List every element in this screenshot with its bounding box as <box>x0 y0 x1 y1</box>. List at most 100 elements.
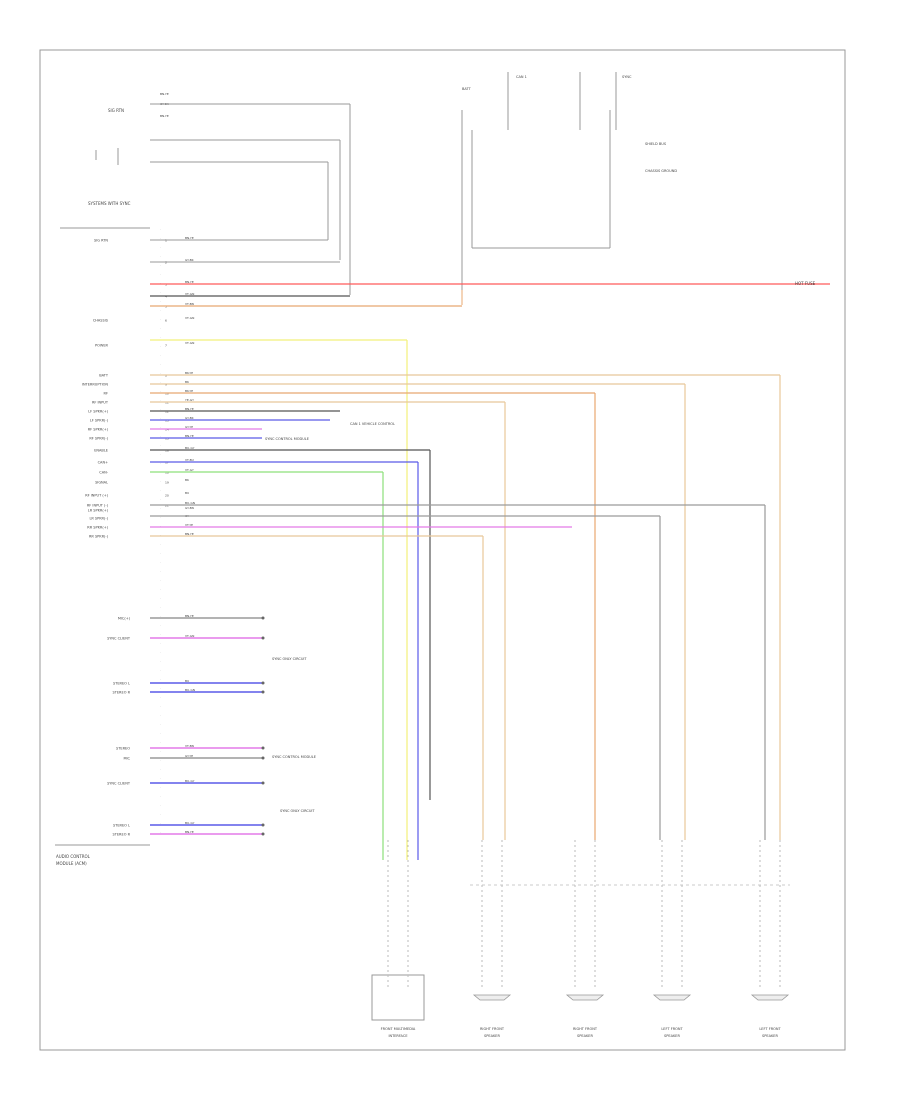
long-wires <box>150 283 830 860</box>
connector-name-line-2: SPEAKER <box>577 1034 593 1038</box>
pin-tick: · <box>160 309 161 312</box>
pin-tick: · <box>160 255 161 258</box>
pin-number: 20 <box>165 494 169 498</box>
aux-wire-code: BU-GY <box>185 779 195 783</box>
pin-tick: · <box>160 633 161 636</box>
pin-label: LF SPKR(+) <box>88 410 108 414</box>
pin-label: ENABLE <box>94 449 108 453</box>
pin-label: INTERRUPTION <box>82 383 108 387</box>
pin-tick: · <box>160 291 161 294</box>
aux-wire-end <box>261 823 265 827</box>
aux-wire-code: VT-GN <box>185 634 194 638</box>
aux-pin-label: STEREO R <box>112 833 130 837</box>
top-block-pin-3: BN-YE <box>160 114 169 118</box>
tr-caption-5: CHASSIS GROUND <box>645 169 677 173</box>
pin-tick: · <box>160 300 161 303</box>
tr-caption-4: SHIELD BUS <box>645 142 667 146</box>
pin-label: RF INPUT (-) <box>87 504 109 508</box>
pin-tick: · <box>160 462 161 465</box>
pin-tick: · <box>160 750 161 753</box>
pin-tick: · <box>160 660 161 663</box>
pin-label: CAN+ <box>98 461 108 465</box>
note-4: SYNC CONTROL MODULE <box>272 755 316 759</box>
pin-tick: · <box>160 741 161 744</box>
wire-code: YE-GY <box>185 398 194 402</box>
pin-tick: · <box>160 705 161 708</box>
pin-tick: · <box>160 444 161 447</box>
pin-label: LF SPKR(-) <box>90 419 109 423</box>
pin-tick: · <box>160 687 161 690</box>
pin-tick: · <box>160 408 161 411</box>
pin-label: RF SPKR(+) <box>88 428 109 432</box>
connector-name-line-1: RIGHT FRONT <box>480 1027 505 1031</box>
aux-wire-code: BN-YE <box>185 830 194 834</box>
pin-tick: · <box>160 417 161 420</box>
pin-tick: · <box>160 831 161 834</box>
pin-tick: · <box>160 327 161 330</box>
pin-tick: · <box>160 561 161 564</box>
pin-tick: · <box>160 678 161 681</box>
pin-tick: · <box>160 777 161 780</box>
aux-wire-code: BU-GN <box>185 688 195 692</box>
top-left-caption: SYSTEMS WITH SYNC <box>88 201 131 206</box>
pin-tick: · <box>160 516 161 519</box>
wire-code: VT-GN <box>185 341 194 345</box>
right-fuse-label: HOT FUSE <box>795 281 816 286</box>
tr-caption-3: SYNC <box>622 75 632 79</box>
pin-label: POWER <box>95 344 109 348</box>
pin-tick: · <box>160 246 161 249</box>
connector-name-line-1: FRONT MULTIMEDIA <box>381 1027 416 1031</box>
pin-tick: · <box>160 624 161 627</box>
wire-code: BU <box>185 491 189 495</box>
pin-label: RF INPUT <box>92 401 109 405</box>
wire-code: VT-GY <box>185 468 194 472</box>
module-pin-rows: SIG RTN1BN-YE2GY-BK3BN-YE4VT-GN5VT-BNCHA… <box>82 228 195 837</box>
wire-code: BN-YE <box>185 280 194 284</box>
wire-code: BU-GY <box>185 446 195 450</box>
connector-name-line-1: RIGHT FRONT <box>573 1027 598 1031</box>
aux-wire-end <box>261 616 265 620</box>
pin-tick: · <box>160 579 161 582</box>
pin-tick: · <box>160 507 161 510</box>
lower-pin-label: LR SPKR(-) <box>89 517 108 521</box>
note-1: CAN 1 VEHICLE CONTROL <box>350 422 395 426</box>
speaker-symbol <box>565 994 605 1001</box>
tr-caption-1: BATT <box>462 87 472 91</box>
connector-name-line-1: LEFT FRONT <box>759 1027 781 1031</box>
pin-tick: · <box>160 822 161 825</box>
aux-wire-end <box>261 832 265 836</box>
speaker-symbol <box>750 994 790 1001</box>
top-block-label-1: SIG RTN <box>108 108 124 113</box>
connector-name-line-2: SPEAKER <box>484 1034 500 1038</box>
diagram-frame <box>39 49 846 1051</box>
wire-code: BN-YE <box>185 434 194 438</box>
pin-label: CHASSIS <box>93 319 109 323</box>
pin-tick: · <box>160 813 161 816</box>
aux-wire-code: BU <box>185 679 189 683</box>
wire-code: VT-BN <box>185 302 194 306</box>
aux-wire-end <box>261 681 265 685</box>
lower-pin-label: RR SPKR(+) <box>87 526 108 530</box>
pin-tick: · <box>160 570 161 573</box>
pin-label: RF SPKR(-) <box>89 437 108 441</box>
pin-tick: · <box>160 336 161 339</box>
aux-wire-code: VT-BN <box>185 744 194 748</box>
wire-code: VT-GN <box>185 316 194 320</box>
pin-tick: · <box>160 597 161 600</box>
pin-tick: · <box>160 696 161 699</box>
pin-tick: · <box>160 318 161 321</box>
pin-tick: · <box>160 543 161 546</box>
top-left-block: SIG RTN BN-YE GY-BK BN-YE SYSTEMS WITH S… <box>60 92 351 295</box>
lower-wire-code: BN-YE <box>185 532 194 536</box>
top-right-block: BATT CAN 1 SYNC SHIELD BUS CHASSIS GROUN… <box>461 72 677 305</box>
lower-wire-code: GY-BN <box>185 506 194 510</box>
pin-tick: · <box>160 795 161 798</box>
connector-name-line-1: LEFT FRONT <box>661 1027 683 1031</box>
wire-code: GY-BK <box>185 258 195 262</box>
note-5: SYNC ONLY CIRCUIT <box>280 809 315 813</box>
pin-tick: · <box>160 498 161 501</box>
pin-tick: · <box>160 237 161 240</box>
wire-code: BK <box>185 380 190 384</box>
